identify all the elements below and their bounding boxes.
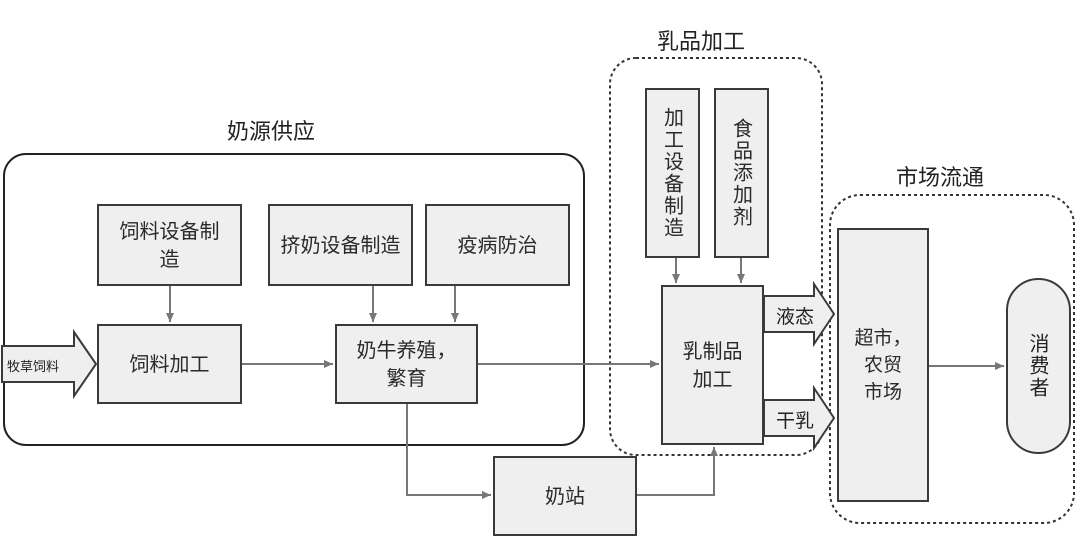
- feed-equipment-label: 饲料设备制造: [119, 219, 220, 271]
- disease-control-box: 疫病防治: [425, 204, 570, 286]
- dairy-processing-title: 乳品加工: [657, 30, 746, 55]
- forage-input-label: 牧草饲料: [7, 360, 60, 375]
- market-box: 超市， 农贸 市场: [837, 228, 929, 502]
- processing-equipment-box: 加工设备制造: [645, 88, 700, 258]
- processing-equipment-label: 加工设备制造: [660, 107, 685, 239]
- feed-processing-box: 饲料加工: [97, 324, 242, 404]
- arrow-milk-station-to-dairy-processing: [637, 447, 718, 496]
- feed-processing-label: 饲料加工: [129, 352, 210, 376]
- milking-equipment-label: 挤奶设备制造: [280, 233, 401, 257]
- market-label-line1: 超市，: [854, 326, 912, 349]
- food-additives-box: 食品添加剂: [714, 88, 769, 258]
- market-label-line3: 市场: [863, 380, 902, 403]
- milk-source-frame: [3, 153, 585, 446]
- input-block-arrow: [1, 328, 98, 400]
- dry-milk-label: 干乳: [776, 410, 815, 432]
- feed-equipment-box: 饲料设备制造: [97, 204, 242, 286]
- disease-control-label: 疫病防治: [457, 233, 538, 257]
- market-circulation-title: 市场流通: [896, 166, 985, 191]
- cow-breeding-label-line2: 繁育: [386, 366, 427, 390]
- dairy-product-processing-box: 乳制品 加工: [661, 285, 764, 445]
- liquid-block-arrow: [763, 280, 836, 348]
- food-additives-label: 食品添加剂: [729, 118, 754, 228]
- milk-station-box: 奶站: [493, 456, 637, 536]
- cow-breeding-label-line1: 奶牛养殖，: [356, 338, 457, 362]
- market-circulation-frame: [829, 194, 1075, 524]
- milking-equipment-box: 挤奶设备制造: [268, 204, 413, 286]
- dairy-product-processing-line1: 乳制品: [682, 339, 743, 363]
- arrow-breeding-to-milk-station: [406, 404, 491, 499]
- market-label-line2: 农贸: [863, 353, 902, 376]
- cow-breeding-box: 奶牛养殖， 繁育: [335, 324, 478, 404]
- dairy-product-processing-line2: 加工: [692, 367, 733, 391]
- consumer-box: 消费者: [1006, 278, 1071, 454]
- dry-milk-block-arrow: [763, 384, 836, 452]
- milk-source-title: 奶源供应: [227, 120, 316, 145]
- liquid-label: 液态: [776, 306, 815, 328]
- consumer-label: 消费者: [1026, 333, 1050, 399]
- milk-station-label: 奶站: [545, 484, 585, 508]
